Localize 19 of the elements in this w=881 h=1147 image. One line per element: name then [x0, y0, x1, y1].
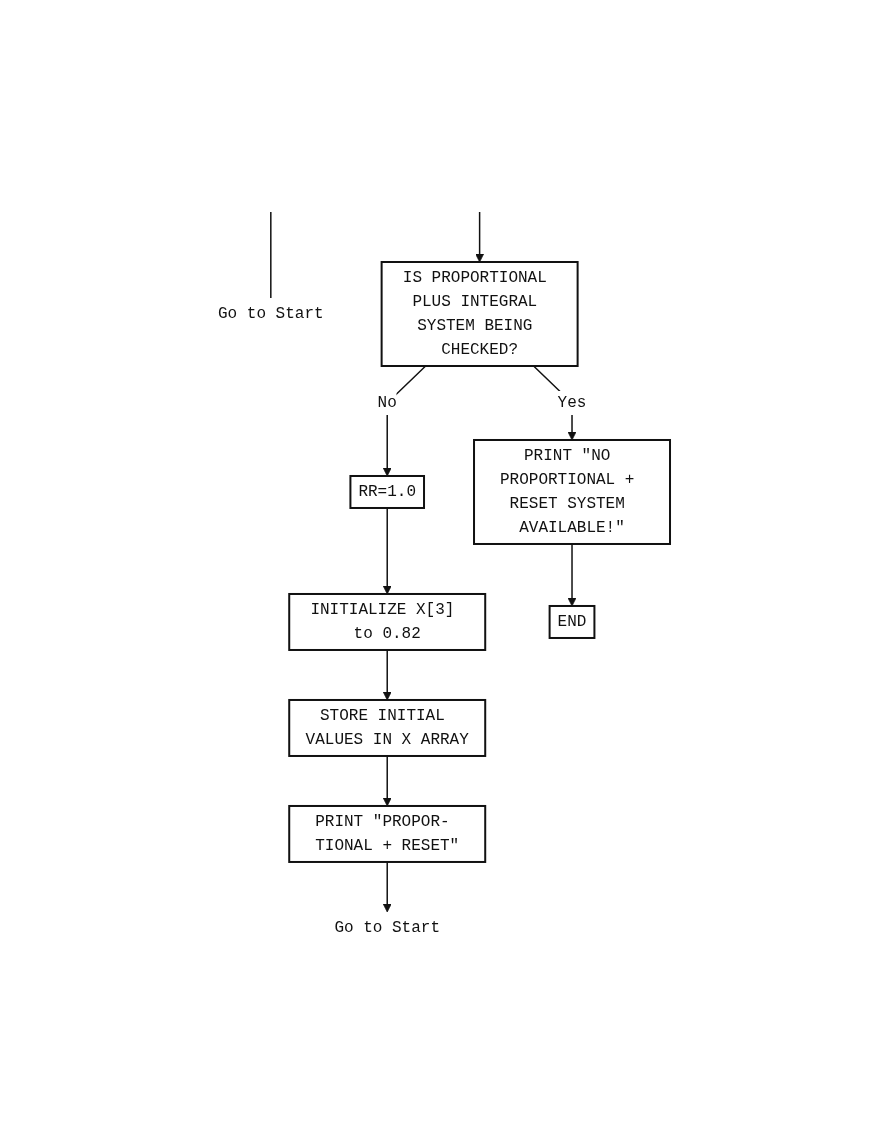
node-box: PRINT "NO PROPORTIONAL + RESET SYSTEM AVAILABLE!" [473, 438, 672, 545]
edge-label: No [378, 393, 398, 412]
node-box: PRINT "PROPOR- TIONAL + RESET" [288, 804, 487, 863]
arrow [475, 210, 485, 262]
arrow [383, 648, 393, 700]
node-box: STORE INITIAL VALUES IN X ARRAY [288, 698, 487, 757]
node-box: RR=1.0 [349, 474, 426, 509]
arrow [383, 754, 393, 806]
node-text: Go to Start [218, 304, 325, 323]
arrow [383, 364, 427, 476]
arrow [383, 860, 393, 912]
node-box: END [549, 604, 596, 639]
arrow [383, 506, 393, 594]
node-box: INITIALIZE X[3] to 0.82 [288, 592, 487, 651]
node-text: Go to Start [334, 918, 441, 937]
connector [270, 210, 273, 299]
arrow [568, 542, 577, 606]
node-box: IS PROPORTIONAL PLUS INTEGRAL SYSTEM BEING CHECKED? [381, 260, 580, 367]
edge-label: Yes [558, 393, 587, 412]
